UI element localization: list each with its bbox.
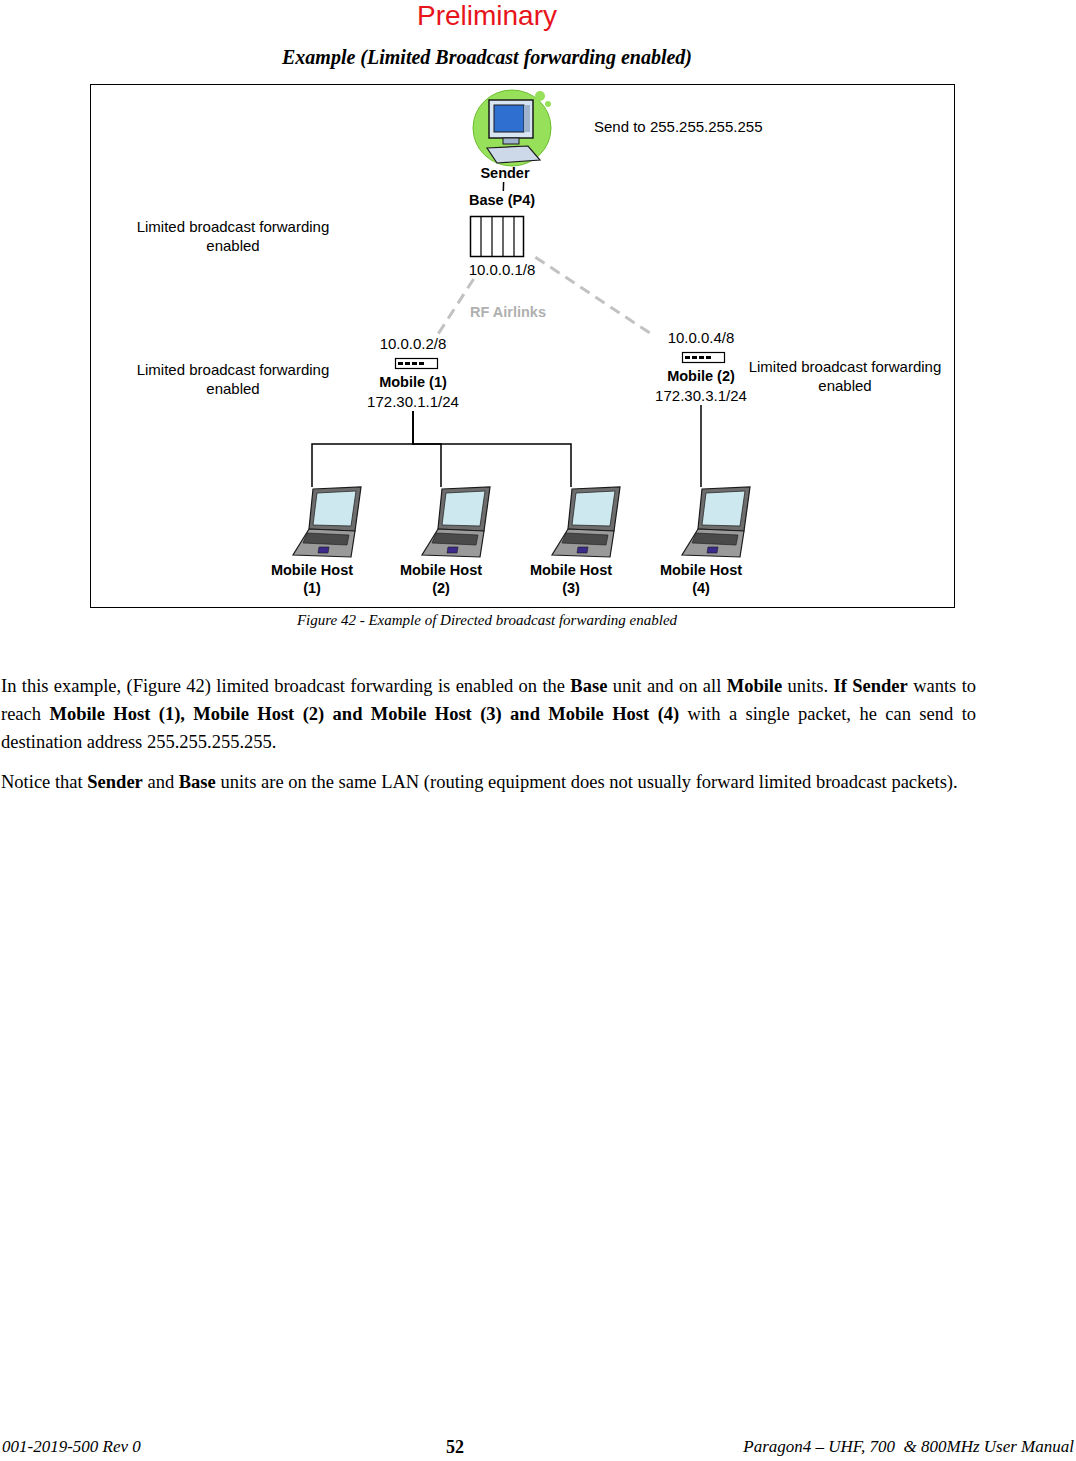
base-rack-icon-part <box>471 217 524 257</box>
mobile-radio-icon <box>683 353 725 363</box>
laptop-icon <box>422 487 490 557</box>
address-text: 172.30.3.1/24 <box>655 385 747 405</box>
node-name: Mobile Host (4) <box>651 487 751 597</box>
mobile-radio-icon-part <box>398 362 403 365</box>
bold-text-run: Base <box>179 772 216 792</box>
mobile-radio-icon-part <box>706 356 711 359</box>
figure-caption: Figure 42 - Example of Directed broadcas… <box>297 611 677 629</box>
sender-node: Sender <box>480 92 529 182</box>
connector-layer <box>312 182 701 487</box>
base-rack-icon <box>471 216 524 257</box>
bold-text-run: Base <box>570 676 607 696</box>
bold-text-run: Mobile Host (2) and Mobile Host (3) and … <box>193 704 679 724</box>
host-node: Mobile Host (1) <box>262 487 362 597</box>
host-node: Mobile Host (2) <box>391 487 491 597</box>
host-node: Mobile Host (4) <box>651 487 751 597</box>
node-name: Mobile Host (2) <box>391 487 491 597</box>
mobile-radio-icon-part <box>396 359 438 369</box>
sender-computer-icon-part <box>494 105 524 132</box>
node-name: Sender <box>480 92 529 182</box>
sender-computer-icon-part <box>545 101 551 107</box>
wired-link <box>312 411 413 487</box>
diagram-frame <box>91 85 955 608</box>
node-name: Mobile (2) <box>655 347 747 385</box>
note: Limited broadcast forwarding enabled <box>117 360 349 398</box>
text-run: units. <box>788 676 829 696</box>
bold-text-run: , <box>180 704 185 724</box>
sender-computer-icon-part <box>473 90 551 166</box>
sender-computer-icon-part <box>535 91 545 101</box>
node-name: Mobile Host (1) <box>262 487 362 597</box>
mobile-radio-icon-part <box>405 362 410 365</box>
text-run: units are on the same LAN (routing equip… <box>220 772 957 792</box>
footer-text: 001-2019-500 Rev 0 <box>2 1436 141 1458</box>
wired-link <box>413 411 441 487</box>
body-paragraph: In this example, (Figure 42) limited bro… <box>1 672 976 756</box>
mobile-radio-icon-part <box>683 353 725 363</box>
laptop-icon <box>552 487 620 557</box>
node-name: Mobile Host (3) <box>521 487 621 597</box>
mobile-node: 10.0.0.2/8Mobile (1)172.30.1.1/24 <box>367 335 459 411</box>
note: Send to 255.255.255.255 <box>594 118 763 136</box>
mobile-radio-icon <box>396 359 438 369</box>
text-run: unit and on all <box>613 676 722 696</box>
sender-computer-icon-part <box>487 146 540 163</box>
wired-link <box>503 182 505 191</box>
wired-link <box>700 405 702 487</box>
page-number: 52 <box>446 1436 464 1458</box>
bold-text-run: If Sender <box>834 676 908 696</box>
address-text: 172.30.1.1/24 <box>367 391 459 411</box>
address-text: 10.0.0.4/8 <box>655 329 747 347</box>
sender-computer-icon-part <box>503 138 519 144</box>
laptop-icon <box>682 487 750 557</box>
mobile-radio-icon-part <box>412 362 417 365</box>
mobile-radio-icon-part <box>699 356 704 359</box>
base-rack-icon-part <box>491 216 492 256</box>
base-rack-icon-part <box>513 216 514 256</box>
figure-title: Example (Limited Broadcast forwarding en… <box>282 45 692 69</box>
base-node: Base (P4)10.0.0.1/8 <box>469 191 536 279</box>
note: Limited broadcast forwarding enabled <box>117 217 349 255</box>
base-rack-icon-part <box>502 216 503 256</box>
mobile-radio-icon-part <box>685 356 690 359</box>
laptop-icon <box>293 487 361 557</box>
address-text: 10.0.0.2/8 <box>367 335 459 353</box>
text-run: and <box>147 772 174 792</box>
mobile-node: 10.0.0.4/8Mobile (2)172.30.3.1/24 <box>655 329 747 405</box>
wired-link <box>413 411 571 487</box>
bold-text-run: Sender <box>87 772 143 792</box>
mobile-radio-icon-part <box>419 362 424 365</box>
sender-computer-icon-part <box>524 105 530 132</box>
base-rack-icon-part <box>480 216 481 256</box>
node-name: Base (P4) <box>469 191 536 209</box>
bold-text-run: Mobile <box>727 676 783 696</box>
mobile-radio-icon-part <box>692 356 697 359</box>
host-node: Mobile Host (3) <box>521 487 621 597</box>
note: Limited broadcast forwarding enabled <box>736 357 954 395</box>
node-name: Mobile (1) <box>367 353 459 391</box>
link-label: RF Airlinks <box>467 303 549 321</box>
watermark: Preliminary <box>417 0 557 32</box>
bold-text-run: Mobile Host (1) <box>49 704 180 724</box>
footer-text: Paragon4 – UHF, 700 & 800MHz User Manual <box>743 1436 1074 1458</box>
body-paragraph: Notice that Sender and Base units are on… <box>1 768 976 796</box>
sender-computer-icon <box>473 90 551 166</box>
rf-airlink <box>535 257 655 336</box>
address-text: 10.0.0.1/8 <box>469 209 536 279</box>
text-run: In this example, (Figure 42) limited bro… <box>1 676 565 696</box>
sender-computer-icon-part <box>489 100 533 138</box>
text-run: Notice that <box>1 772 83 792</box>
